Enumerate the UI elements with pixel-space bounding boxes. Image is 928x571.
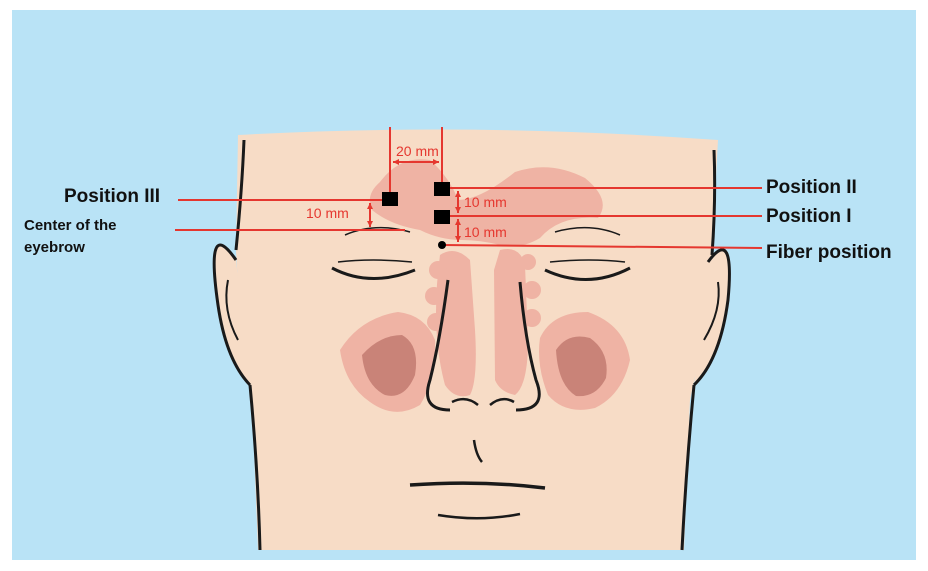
label-position-1: Position I [766, 206, 852, 228]
label-position-2: Position II [766, 177, 857, 199]
marker-fiber [438, 241, 446, 249]
sinus-cell-1 [429, 261, 447, 279]
sinus-cell-5 [523, 281, 541, 299]
marker-position-2 [434, 182, 450, 196]
label-eyebrow-line1: Center of the [24, 216, 117, 236]
sinus-cell-4 [520, 254, 536, 270]
sinus-cell-2 [425, 287, 443, 305]
dimension-label-left-10mm: 10 mm [306, 205, 349, 221]
dimension-label-20mm: 20 mm [396, 143, 439, 159]
dimension-label-right-lower-10mm: 10 mm [464, 224, 507, 240]
marker-position-3 [382, 192, 398, 206]
label-fiber-position: Fiber position [766, 242, 892, 264]
dimension-label-right-upper-10mm: 10 mm [464, 194, 507, 210]
label-eyebrow-line2: eyebrow [24, 238, 85, 258]
marker-position-1 [434, 210, 450, 224]
nasal-septum [494, 249, 528, 395]
label-position-3: Position III [64, 186, 160, 208]
face-shape [236, 130, 718, 550]
